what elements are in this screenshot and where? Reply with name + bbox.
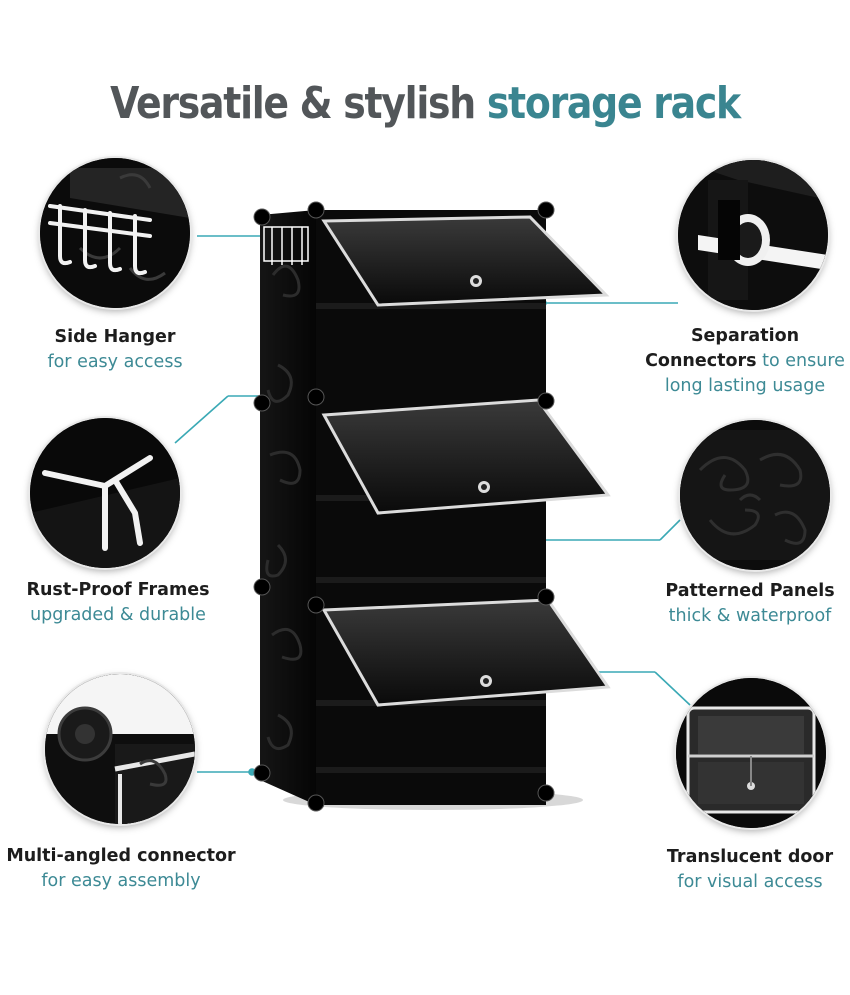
connector-sub: for easy assembly <box>41 871 201 891</box>
translucent-heading: Translucent door <box>666 847 834 867</box>
side-hanger-heading: Side Hanger <box>54 327 176 347</box>
rust-proof-sub: upgraded & durable <box>30 605 206 625</box>
translucent-sub: for visual access <box>677 872 823 892</box>
rust-proof-frame-photo-icon <box>30 418 180 568</box>
leader-line-rust-proof <box>174 395 229 444</box>
door-1 <box>321 215 610 307</box>
separation-connector-photo-icon <box>678 160 828 310</box>
side-hanger-photo-icon <box>40 158 190 308</box>
patterned-panel-photo-icon <box>680 420 830 570</box>
separation-heading-a: Separation <box>690 326 800 346</box>
translucent-caption: Translucent door for visual access <box>650 845 850 895</box>
separation-heading-b: Connectors <box>645 351 757 371</box>
title-part-2: storage rack <box>486 78 741 129</box>
translucent-door-photo-icon <box>676 678 826 828</box>
patterned-heading: Patterned Panels <box>665 581 835 601</box>
separation-sub-b: to ensure <box>756 351 845 371</box>
door-2 <box>321 398 611 515</box>
side-hanger-caption: Side Hanger for easy access <box>0 325 230 375</box>
rust-proof-heading: Rust-Proof Frames <box>26 580 210 600</box>
connector-heading: Multi-angled connector <box>6 846 236 866</box>
separation-sub-c: long lasting usage <box>664 376 826 396</box>
patterned-sub: thick & waterproof <box>668 606 832 626</box>
separation-caption: Separation Connectors to ensure long las… <box>640 324 850 399</box>
patterned-caption: Patterned Panels thick & waterproof <box>650 579 850 629</box>
page-title: Versatile & stylish storage rack <box>60 78 791 129</box>
door-3 <box>321 598 611 707</box>
storage-rack-illustration <box>253 201 611 812</box>
connector-caption: Multi-angled connector for easy assembly <box>0 844 242 894</box>
rust-proof-caption: Rust-Proof Frames upgraded & durable <box>0 578 236 628</box>
side-hanger-icon <box>263 226 309 265</box>
multi-angle-connector-photo-icon <box>45 674 195 824</box>
side-hanger-sub: for easy access <box>47 352 183 372</box>
title-part-1: Versatile & stylish <box>110 78 476 129</box>
